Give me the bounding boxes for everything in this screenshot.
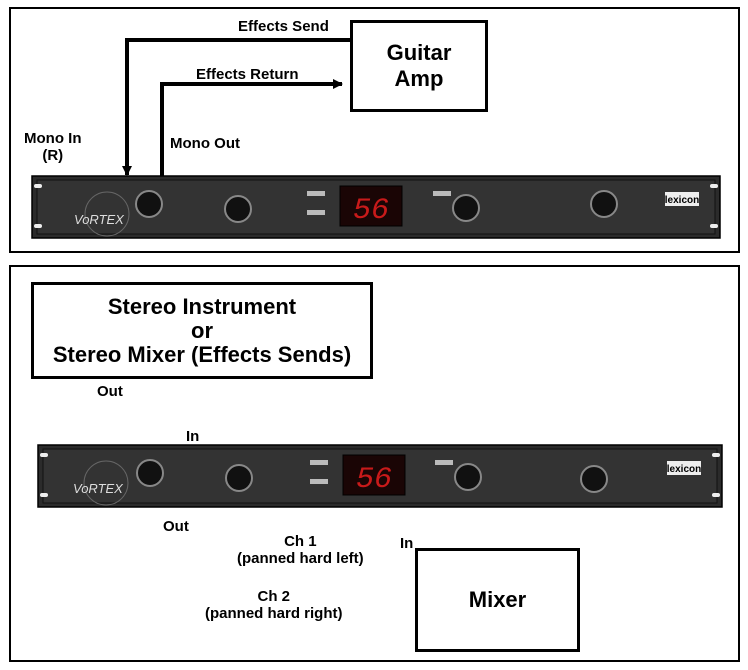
in-top-label: In: [186, 428, 200, 445]
mixer-box: Mixer: [415, 548, 580, 652]
ch1-label: Ch 1 (panned hard left): [237, 533, 364, 567]
mixer-label: Mixer: [468, 587, 527, 612]
effects-send-label: Effects Send: [238, 18, 329, 35]
out-bottom-label: Out: [163, 518, 189, 535]
mono-in-line2: (R): [42, 147, 64, 164]
mono-out-label: Mono Out: [170, 135, 240, 152]
effects-send-line: [122, 38, 350, 176]
ch1-line1: Ch 1: [284, 533, 317, 550]
source-line3: Stereo Mixer (Effects Sends): [52, 341, 352, 367]
in-mixer-label: In: [400, 535, 414, 552]
ch2-line1: Ch 2: [257, 588, 290, 605]
effects-return-line: [160, 79, 343, 178]
mono-in-line1: Mono In: [24, 130, 82, 147]
source-line1: Stereo Instrument: [107, 293, 297, 319]
source-line2: or: [191, 317, 213, 343]
mono-in-label: Mono In (R): [24, 130, 81, 164]
guitar-amp-line2: Amp: [394, 66, 444, 91]
stereo-source-box: Stereo Instrument or Stereo Mixer (Effec…: [31, 282, 373, 379]
ch2-line2: (panned hard right): [205, 605, 343, 622]
ch2-label: Ch 2 (panned hard right): [205, 588, 343, 622]
guitar-amp-line1: Guitar: [386, 40, 452, 65]
effects-return-label: Effects Return: [196, 66, 299, 83]
ch1-line2: (panned hard left): [237, 550, 364, 567]
out-top-label: Out: [97, 383, 123, 400]
